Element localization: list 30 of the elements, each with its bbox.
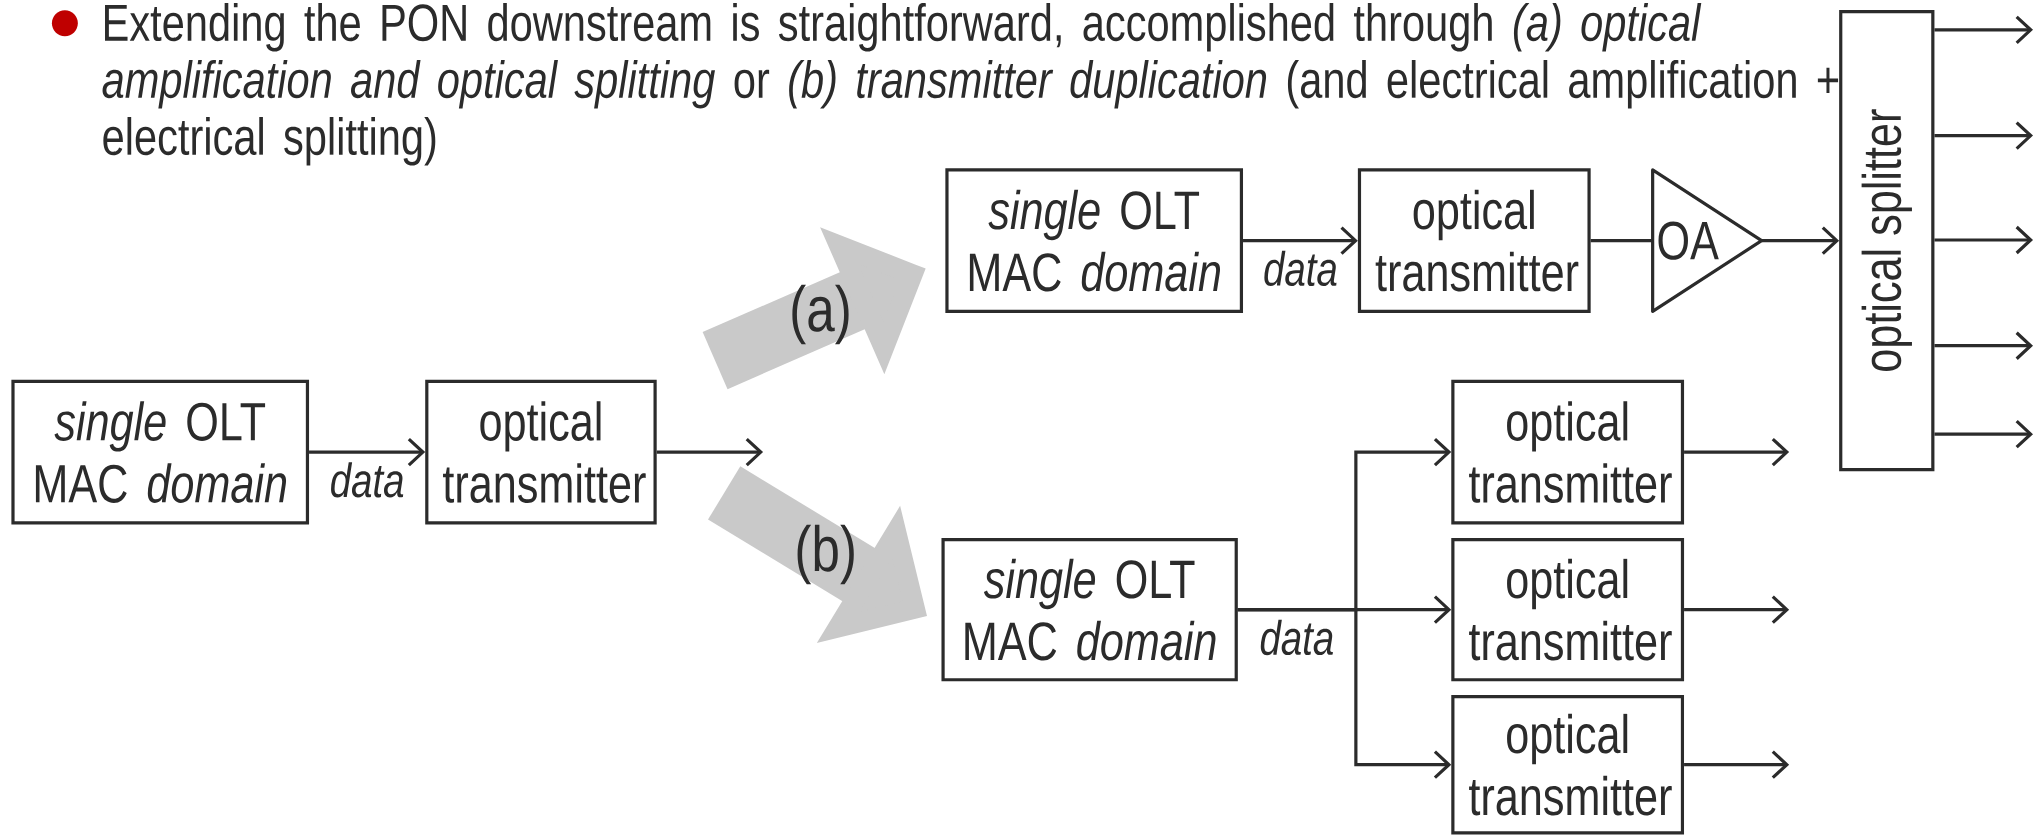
arrow [1684,437,1790,467]
edge-label: (b) [797,524,854,585]
arrow [1934,15,2034,44]
bullet-text: Extending the PON downstream is straightforward, accomplished through (a) optical amplification and optical splitting or (b) transmitter duplication (and electrical amplification + electrical splitting) [102,3,1839,166]
arrow [1762,226,1840,255]
process-box: optical transmitter [425,379,657,525]
arrow [309,437,426,467]
splitter-box: optical splitter [1839,10,1935,472]
arrow [1934,121,2034,150]
connector-line [1590,239,1653,243]
process-box: optical transmitter [1451,538,1685,682]
edge-label: data [1257,617,1337,658]
edge-label: (a) [792,284,849,345]
arrow [1934,225,2034,255]
arrow [1237,608,1452,779]
edge-label: data [327,460,407,500]
arrow [1934,420,2034,449]
process-box: optical transmitter [1451,695,1685,835]
arrow [656,437,764,467]
process-box: single OLT MAC domain [941,538,1238,682]
arrow [1934,331,2034,360]
edge-label: data [1261,248,1340,289]
process-box: single OLT MAC domain [945,168,1243,313]
process-box: single OLT MAC domain [11,379,310,525]
arrow [1684,595,1790,624]
arrow [1684,750,1790,779]
process-box: optical transmitter [1357,168,1591,313]
process-box: optical transmitter [1451,379,1685,525]
arrow [1243,226,1358,255]
amplifier-triangle: OA [1651,168,1764,313]
